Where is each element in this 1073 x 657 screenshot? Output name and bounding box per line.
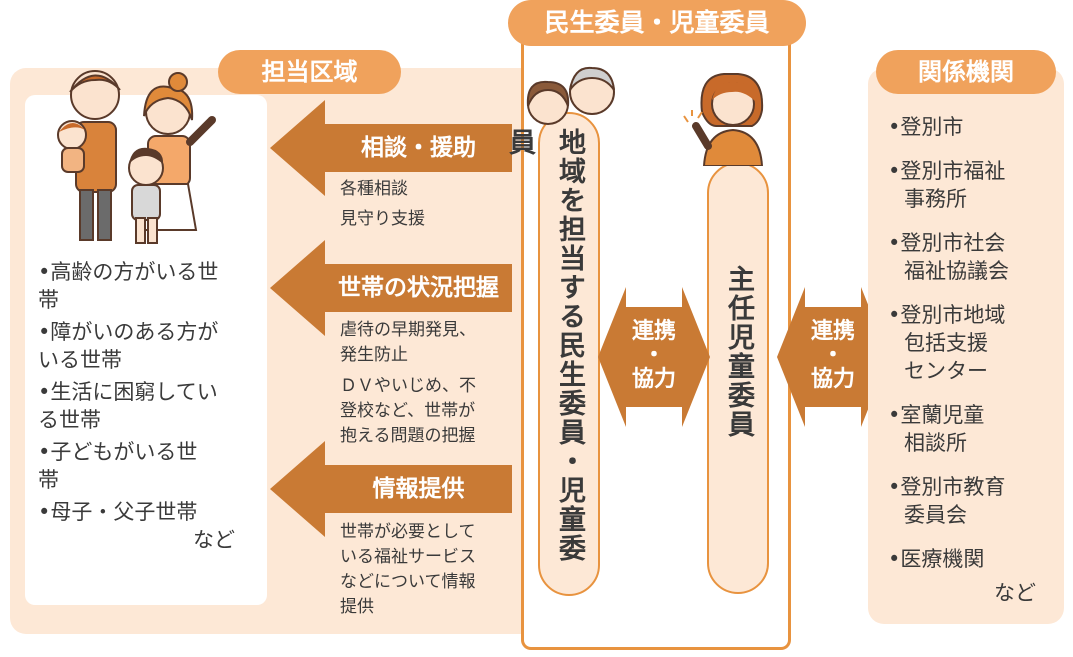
org-item: •登別市福祉 [888, 159, 1006, 183]
cooperation-label-center: 連携 ・ 協力 [625, 320, 683, 392]
cooperation-label-right: 連携 ・ 協力 [804, 320, 862, 392]
desc-line: 登校など、世帯が [340, 401, 476, 421]
org-item: 事務所 [904, 187, 967, 211]
cooperation-line: 協力 [810, 367, 855, 392]
arrow-label-information: 情報提供 [372, 476, 465, 502]
cooperation-arrow-center [598, 287, 710, 427]
arrow-information [270, 441, 512, 537]
cooperation-line: 協力 [631, 367, 676, 392]
information-desc: 世帯が必要として いる福祉サービス などについて情報 提供 [340, 520, 520, 620]
cooperation-line: ・ [821, 343, 844, 368]
household-item-children: •子どもがいる世帯 [38, 440, 198, 492]
household-item-elderly: •高齢の方がいる世帯 [38, 260, 219, 312]
arrow-status-check [270, 240, 512, 336]
household-item-single-parent: •母子・父子世帯 [38, 500, 198, 524]
regional-commissioner-label: 地域を担当する民生委員・児童委員 [504, 128, 585, 563]
cooperation-line: 連携 [810, 319, 855, 344]
service-area-title: 担当区域 [218, 50, 401, 94]
chief-child-commissioner-capsule [707, 162, 769, 594]
arrow-label-status: 世帯の状況把握 [338, 275, 499, 301]
org-item: •医療機関 [888, 547, 985, 571]
regional-commissioner-capsule [538, 112, 600, 596]
desc-line: などについて情報 [340, 572, 476, 592]
elderly-couple-illustration-icon [526, 66, 615, 125]
org-item: 福祉協議会 [904, 259, 1009, 283]
related-organizations-title: 関係機関 [876, 50, 1056, 94]
desc-line: 提供 [340, 597, 374, 617]
cooperation-line: ・ [642, 343, 665, 368]
org-item: •室蘭児童 [888, 403, 985, 427]
household-item-disability: •障がいのある方がいる世帯 [38, 320, 219, 372]
org-item: など [994, 581, 1036, 605]
desc-line: 見守り支援 [340, 209, 425, 229]
desc-line: 世帯が必要として [340, 522, 476, 542]
org-item: 相談所 [904, 431, 967, 455]
desc-line: ＤＶやいじめ、不 [340, 376, 476, 396]
org-item: •登別市 [888, 115, 964, 139]
desc-line: 抱える問題の把握 [340, 426, 476, 446]
org-item: センター [904, 359, 988, 383]
desc-line: 虐待の早期発見、 [340, 320, 476, 340]
chief-child-commissioner-label: 主任児童委員 [723, 265, 754, 439]
org-item: •登別市地域 [888, 303, 1006, 327]
arrow-consultation [270, 100, 512, 196]
household-item-poverty: •生活に困窮している世帯 [38, 380, 218, 432]
desc-line: 各種相談 [340, 179, 408, 199]
left-arrows [270, 100, 512, 537]
related-organizations-list: •登別市 •登別市福祉 事務所 •登別市社会 福祉協議会 •登別市地域 包括支援… [888, 113, 1058, 607]
woman-waving-illustration-icon [683, 73, 764, 166]
desc-line: いる福祉サービス [340, 547, 476, 567]
arrow-label-consultation: 相談・援助 [361, 135, 476, 161]
org-item: •登別市社会 [888, 231, 1006, 255]
household-types-list: •高齢の方がいる世帯 •障がいのある方がいる世帯 •生活に困窮している世帯 •子… [38, 258, 263, 554]
desc-line: 発生防止 [340, 345, 408, 365]
family-illustration-icon [57, 70, 216, 244]
consultation-desc: 各種相談 見守り支援 [340, 174, 520, 234]
household-item-etc: など [193, 528, 235, 552]
org-item: •登別市教育 [888, 475, 1006, 499]
cooperation-line: 連携 [631, 319, 676, 344]
org-item: 包括支援 [904, 331, 988, 355]
cooperation-arrow-right [777, 287, 889, 427]
org-item: 委員会 [904, 503, 967, 527]
status-desc: 虐待の早期発見、 発生防止 ＤＶやいじめ、不 登校など、世帯が 抱える問題の把握 [340, 318, 520, 449]
commissioner-title: 民生委員・児童委員 [508, 0, 806, 46]
related-organizations-panel [868, 68, 1064, 624]
